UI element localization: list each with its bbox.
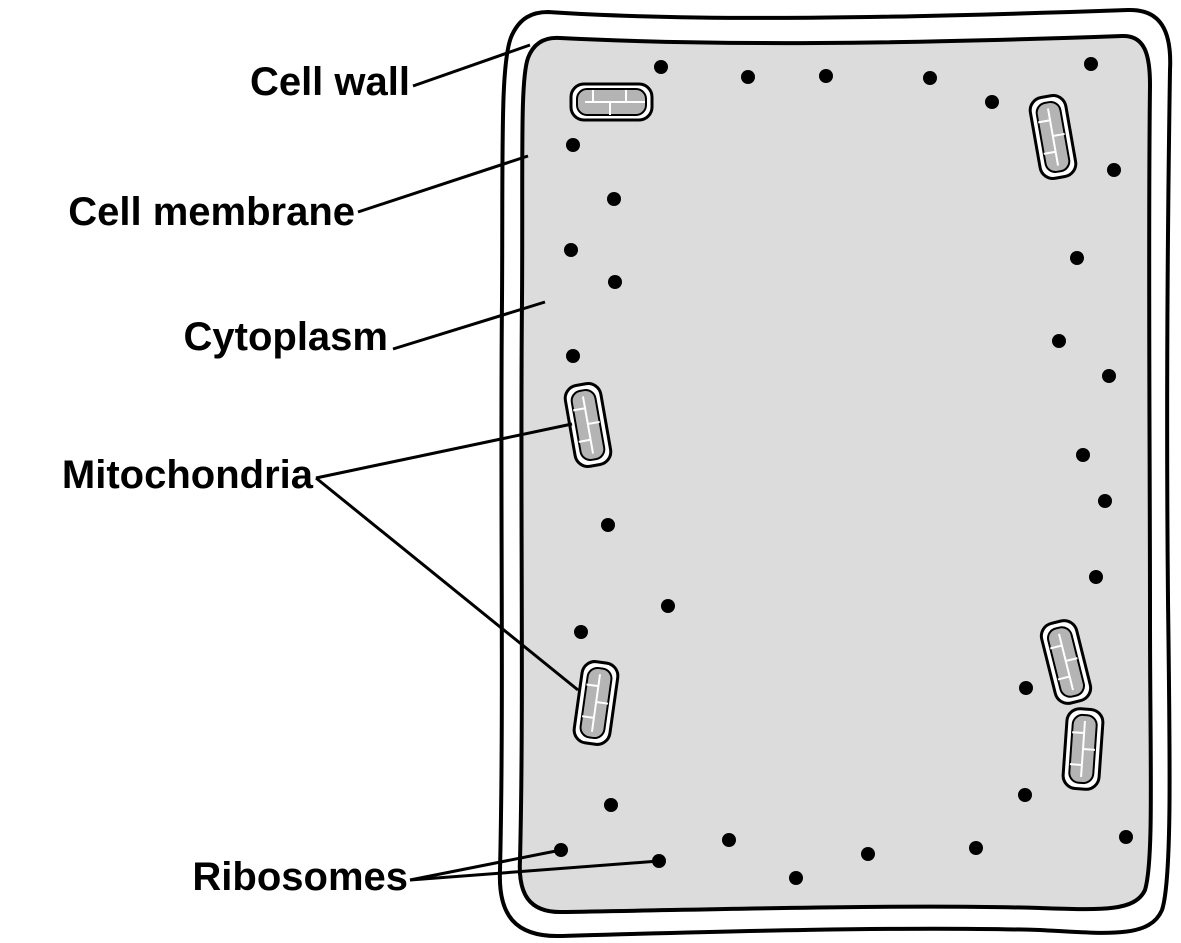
ribosome <box>1107 163 1121 177</box>
ribosome <box>566 349 580 363</box>
ribosome <box>654 60 668 74</box>
ribosome <box>819 69 833 83</box>
ribosome <box>1019 681 1033 695</box>
cell-wall-label: Cell wall <box>250 60 410 104</box>
cytoplasm-label: Cytoplasm <box>184 315 389 359</box>
ribosome <box>604 798 618 812</box>
ribosome <box>1052 334 1066 348</box>
ribosome <box>1070 251 1084 265</box>
ribosome <box>1102 369 1116 383</box>
mitochondrion <box>571 84 652 120</box>
ribosome <box>789 871 803 885</box>
ribosome <box>1084 57 1098 71</box>
ribosome <box>566 138 580 152</box>
ribosome <box>1018 788 1032 802</box>
ribosomes-label: Ribosomes <box>192 855 408 899</box>
ribosome <box>1089 570 1103 584</box>
mitochondrion <box>1062 708 1103 790</box>
ribosome <box>923 71 937 85</box>
ribosome <box>608 275 622 289</box>
ribosome <box>861 847 875 861</box>
ribosome <box>1119 830 1133 844</box>
ribosome <box>985 95 999 109</box>
ribosome <box>607 192 621 206</box>
ribosome <box>564 243 578 257</box>
ribosome <box>741 70 755 84</box>
ribosome <box>661 599 675 613</box>
ribosome <box>1098 494 1112 508</box>
cell-membrane-label: Cell membrane <box>68 190 355 234</box>
ribosome <box>722 833 736 847</box>
ribosome <box>601 518 615 532</box>
ribosome <box>969 841 983 855</box>
ribosome <box>1076 448 1090 462</box>
ribosome <box>574 625 588 639</box>
mitochondria-label: Mitochondria <box>62 453 314 497</box>
